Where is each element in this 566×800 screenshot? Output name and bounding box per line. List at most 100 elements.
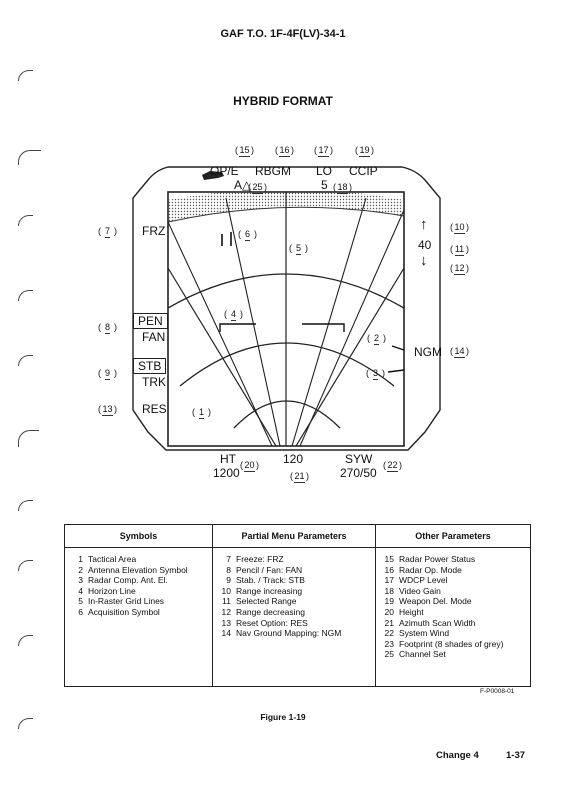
callout-15: 15 <box>235 143 254 158</box>
callout-9: 9 <box>98 366 117 381</box>
callout-14: 14 <box>450 344 469 359</box>
callout-2: 2 <box>367 331 386 346</box>
callout-19: 19 <box>355 143 374 158</box>
callout-17: 17 <box>314 143 333 158</box>
pointer-hand-icon <box>202 171 224 180</box>
height-value: 1200 <box>213 466 240 480</box>
antenna-elevation-symbol <box>391 345 405 351</box>
ccip-label: CCIP <box>349 164 378 178</box>
scan-limit-line <box>299 209 404 446</box>
range-arc <box>179 342 395 387</box>
callout-7: 7 <box>98 224 117 239</box>
callout-18: 18 <box>333 180 352 195</box>
range-arc <box>233 400 341 429</box>
binder-hole-mark <box>18 430 39 447</box>
range-down-arrow-icon[interactable]: ↓ <box>420 252 428 269</box>
frz-option[interactable]: FRZ <box>142 224 166 238</box>
binder-hole-mark <box>18 150 41 165</box>
range-up-arrow-icon[interactable]: ↑ <box>420 216 428 233</box>
fan-option[interactable]: FAN <box>142 330 166 344</box>
column-header-other: Other Parameters <box>375 524 531 548</box>
binder-hole-mark <box>18 290 33 301</box>
system-wind-value: 270/50 <box>340 466 377 480</box>
callout-5: 5 <box>289 241 308 256</box>
syw-label: SYW <box>345 452 373 466</box>
radar-comp-ant-el <box>387 369 405 373</box>
figure-caption: Figure 1-19 <box>260 712 306 722</box>
stb-option[interactable]: STB <box>133 358 167 374</box>
callout-8: 8 <box>98 320 117 335</box>
figure-id: F-P0008-01 <box>480 688 515 695</box>
height-label: HT <box>220 452 236 466</box>
callout-22: 22 <box>383 458 402 473</box>
callout-4: 4 <box>224 307 243 322</box>
figure-title: HYBRID FORMAT <box>233 94 333 108</box>
selected-range-value: 40 <box>418 238 432 252</box>
callout-16: 16 <box>275 143 294 158</box>
callout-10: 10 <box>450 220 469 235</box>
binder-hole-mark <box>18 718 33 729</box>
legend-table: Symbols Partial Menu Parameters Other Pa… <box>64 524 531 687</box>
binder-hole-mark <box>18 355 33 366</box>
display-frame <box>132 166 441 451</box>
binder-hole-mark <box>18 500 33 511</box>
trk-option[interactable]: TRK <box>142 375 166 389</box>
callout-20: 20 <box>240 458 259 473</box>
column-header-partial-menu: Partial Menu Parameters <box>212 524 376 548</box>
callout-25: 25 <box>248 180 267 195</box>
callout-21: 21 <box>290 469 309 484</box>
hybrid-format-display <box>132 166 441 451</box>
scan-limit-line <box>168 221 273 446</box>
callout-12: 12 <box>450 261 469 276</box>
binder-hole-mark <box>18 70 33 81</box>
horizon-line <box>219 323 345 332</box>
callout-3: 3 <box>366 366 385 381</box>
res-option[interactable]: RES <box>142 402 167 416</box>
channel-set-label: A△ <box>234 178 252 192</box>
binder-hole-mark <box>18 215 33 226</box>
grid-line <box>295 267 404 446</box>
ngm-option[interactable]: NGM <box>414 345 442 359</box>
rbgm-label: RBGM <box>255 164 291 178</box>
azimuth-scan-width-value: 120 <box>283 452 304 466</box>
binder-hole-mark <box>18 560 33 571</box>
document-header: GAF T.O. 1F-4F(LV)-34-1 <box>220 28 346 40</box>
page-number: 1-37 <box>506 750 526 761</box>
change-number: Change 4 <box>436 750 479 761</box>
callout-1: 1 <box>192 405 211 420</box>
video-gain-value: 5 <box>321 178 328 192</box>
pen-option[interactable]: PEN <box>133 313 168 329</box>
callout-13: 13 <box>98 402 117 417</box>
column-header-symbols: Symbols <box>64 524 213 548</box>
op-mode-label: OP/E <box>210 164 239 178</box>
callout-11: 11 <box>450 242 469 257</box>
lo-label: LO <box>316 164 333 178</box>
